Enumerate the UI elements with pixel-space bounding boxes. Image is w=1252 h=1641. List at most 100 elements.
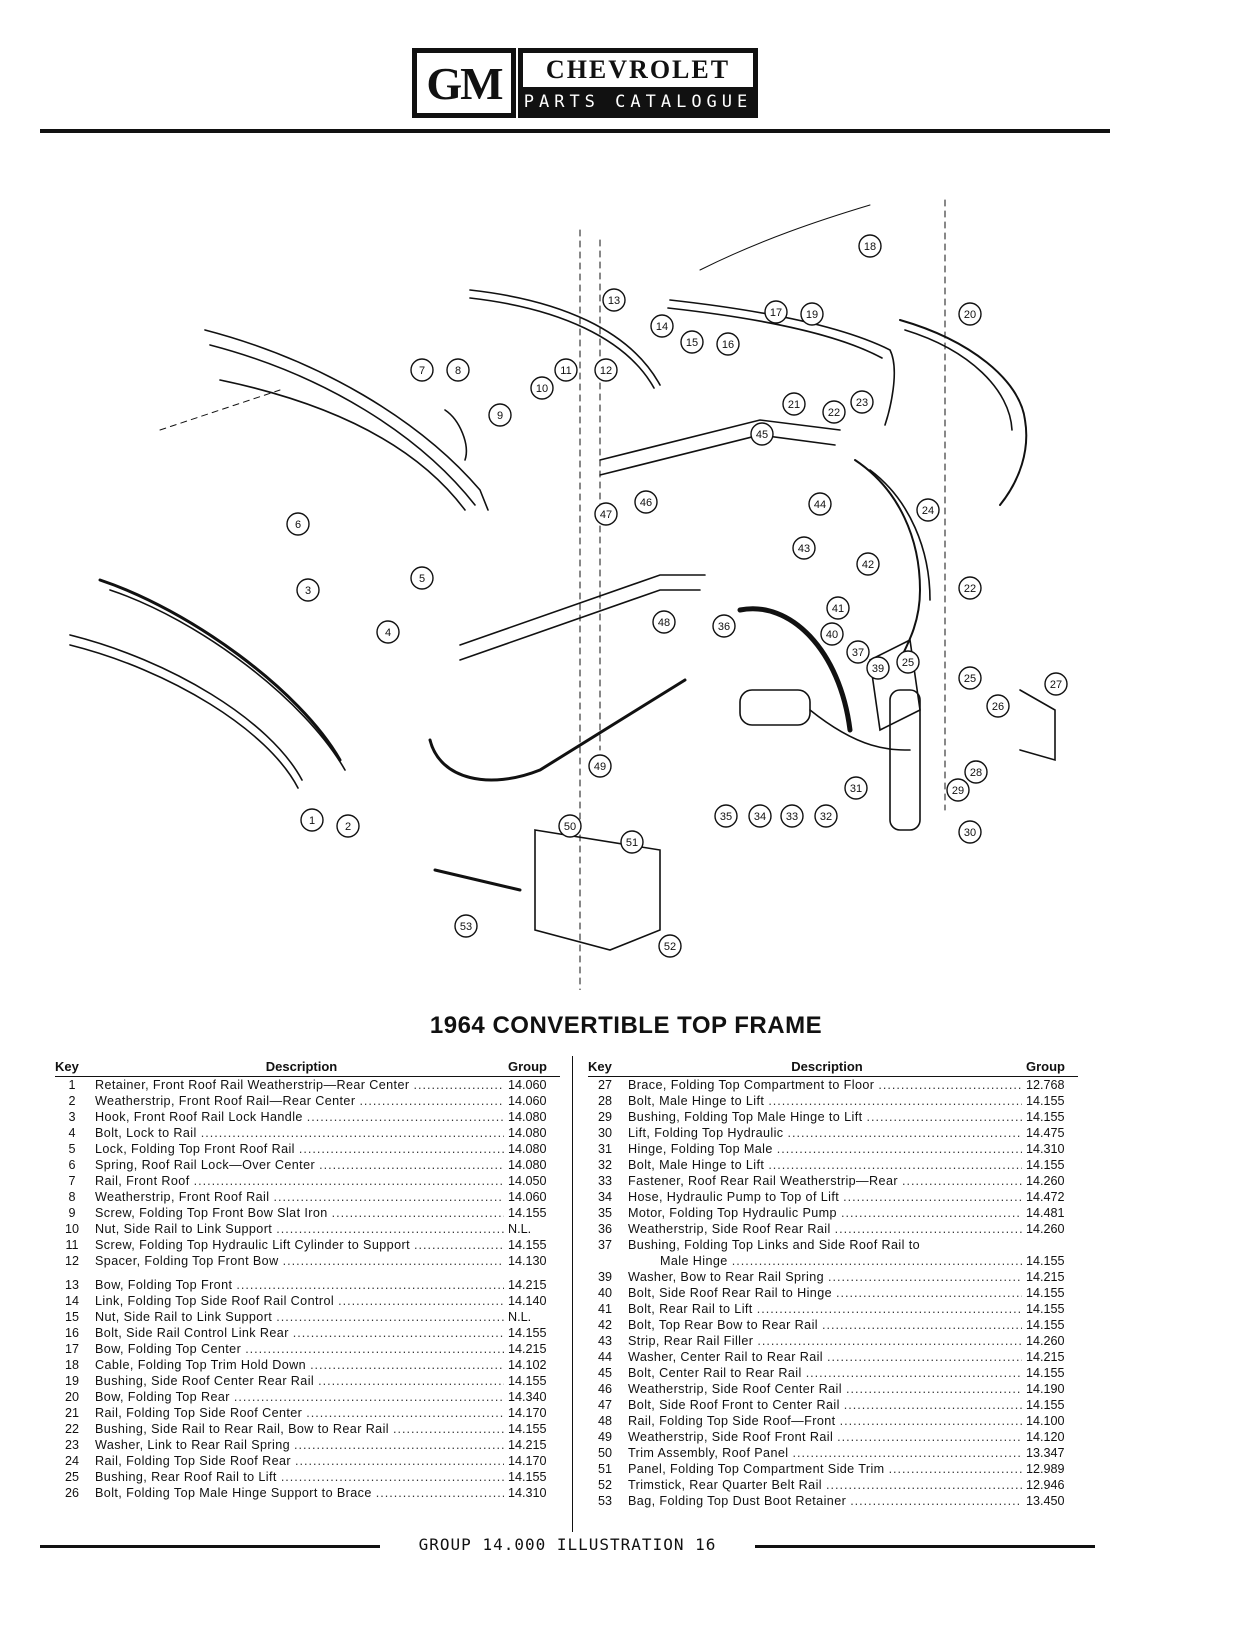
part-key: 22: [64, 1422, 79, 1436]
svg-text:12: 12: [600, 365, 612, 377]
part-description: Bolt, Rear Rail to Lift.................…: [628, 1301, 1026, 1317]
part-key: 17: [64, 1342, 79, 1356]
part-group: 13.450: [1026, 1494, 1065, 1508]
part-key: 24: [64, 1454, 79, 1468]
part-description-text: Bushing, Side Roof Center Rear Rail: [95, 1374, 315, 1388]
callout-45: 45: [750, 422, 774, 446]
gm-logo: GM CHEVROLET PARTS CATALOGUE: [412, 48, 758, 118]
svg-text:49: 49: [594, 761, 606, 773]
callout-22: 22: [822, 400, 846, 424]
part-description-text: Fastener, Roof Rear Rail Weatherstrip—Re…: [628, 1174, 898, 1188]
svg-text:48: 48: [658, 617, 670, 629]
svg-text:23: 23: [856, 397, 868, 409]
part-description: Screw, Folding Top Hydraulic Lift Cylind…: [95, 1237, 508, 1253]
part-key: 48: [597, 1414, 612, 1428]
part-key: 49: [597, 1430, 612, 1444]
svg-text:22: 22: [964, 583, 976, 595]
part-description: Weatherstrip, Front Roof Rail...........…: [95, 1189, 508, 1205]
part-key: 32: [597, 1158, 612, 1172]
part-group: 14.155: [1026, 1094, 1065, 1108]
row-gap: [55, 1269, 560, 1277]
part-key: 5: [68, 1142, 76, 1156]
svg-text:37: 37: [852, 647, 864, 659]
part-description-text: Rail, Front Roof: [95, 1174, 190, 1188]
weatherstrip-36: [737, 606, 853, 733]
callout-17: 17: [764, 300, 788, 324]
catalogue-label: PARTS CATALOGUE: [523, 92, 753, 112]
part-group: 14.155: [508, 1326, 547, 1340]
callout-49: 49: [588, 754, 612, 778]
leader-dots: ........................................…: [193, 1174, 504, 1188]
leader-dots: ........................................…: [901, 1174, 1022, 1188]
svg-text:17: 17: [770, 307, 782, 319]
page-header: GM CHEVROLET PARTS CATALOGUE: [40, 44, 1110, 134]
part-key: 31: [597, 1142, 612, 1156]
callout-41: 41: [826, 596, 850, 620]
svg-text:19: 19: [806, 309, 818, 321]
part-description: Weatherstrip, Side Roof Rear Rail.......…: [628, 1221, 1026, 1237]
page-title: 1964 CONVERTIBLE TOP FRAME: [429, 1012, 823, 1039]
callout-13: 13: [602, 288, 626, 312]
callout-42: 42: [856, 552, 880, 576]
side-roof-center-rail: [599, 419, 841, 461]
part-key: 9: [68, 1206, 76, 1220]
leader-dots: ........................................…: [331, 1206, 504, 1220]
part-key: 34: [597, 1190, 612, 1204]
weatherstrip-8: [444, 409, 467, 461]
leader-dots: ........................................…: [768, 1094, 1022, 1108]
part-description: Trim Assembly, Roof Panel...............…: [628, 1445, 1026, 1461]
leader-dots: ........................................…: [273, 1190, 504, 1204]
part-group: 14.472: [1026, 1190, 1065, 1204]
callout-35: 35: [714, 804, 738, 828]
part-key: 27: [597, 1078, 612, 1092]
part-key: 43: [597, 1334, 612, 1348]
svg-text:7: 7: [419, 365, 425, 377]
rear-bow: [899, 319, 1028, 506]
leader-dots: ........................................…: [839, 1414, 1022, 1428]
footer-rule-right: [755, 1545, 1095, 1548]
svg-text:28: 28: [970, 767, 982, 779]
part-group: 14.155: [508, 1422, 547, 1436]
table-header-left: Key Description Group: [55, 1056, 560, 1077]
callout-9: 9: [488, 403, 512, 427]
part-description: Bow, Folding Top Rear...................…: [95, 1389, 508, 1405]
callout-6: 6: [286, 512, 310, 536]
svg-text:15: 15: [686, 337, 698, 349]
part-key: 2: [68, 1094, 76, 1108]
part-description-text: Motor, Folding Top Hydraulic Pump: [628, 1206, 837, 1220]
part-key: 42: [597, 1318, 612, 1332]
part-description: Panel, Folding Top Compartment Side Trim…: [628, 1461, 1026, 1477]
part-group: 14.260: [1026, 1174, 1065, 1188]
part-key: 51: [597, 1462, 612, 1476]
callout-28: 28: [964, 760, 988, 784]
leader-dots: ........................................…: [292, 1326, 504, 1340]
svg-text:25: 25: [902, 657, 914, 669]
callout-39: 39: [866, 656, 890, 680]
svg-text:4: 4: [385, 627, 391, 639]
part-description-text: Link, Folding Top Side Roof Rail Control: [95, 1294, 335, 1308]
svg-text:14: 14: [656, 321, 668, 333]
svg-text:44: 44: [814, 499, 826, 511]
callout-30: 30: [958, 820, 982, 844]
part-key: 25: [64, 1470, 79, 1484]
part-description-text: Bow, Folding Top Rear: [95, 1390, 230, 1404]
svg-text:18: 18: [864, 241, 876, 253]
leader-dots: ........................................…: [756, 1302, 1022, 1316]
leader-dots: ........................................…: [282, 1254, 504, 1268]
part-group: 14.080: [508, 1110, 547, 1124]
part-group: 14.155: [508, 1470, 547, 1484]
part-description-text: Bolt, Center Rail to Rear Rail: [628, 1366, 802, 1380]
callout-22b: 22: [958, 576, 982, 600]
part-description-text: Weatherstrip, Side Roof Rear Rail: [628, 1222, 831, 1236]
